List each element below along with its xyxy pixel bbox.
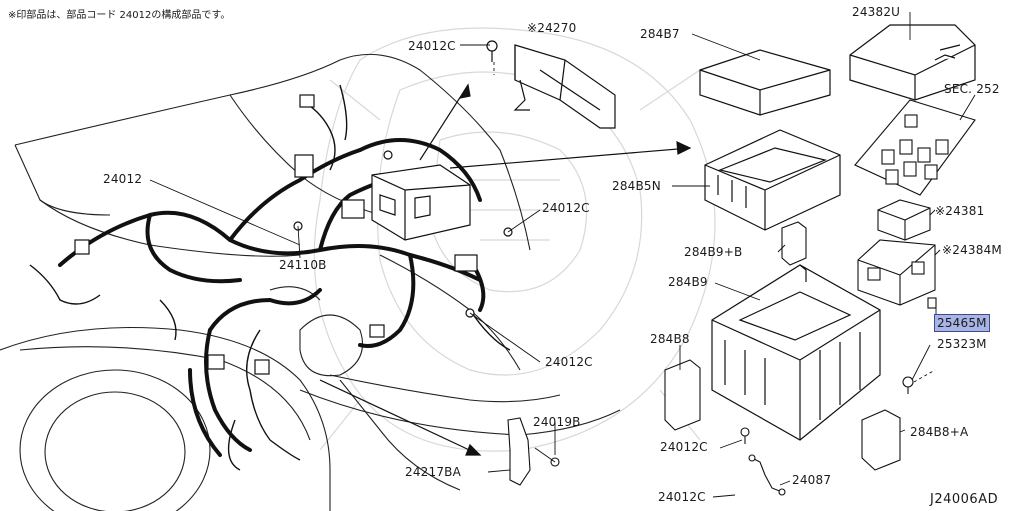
label-24384m[interactable]: ※24384M bbox=[942, 243, 1002, 257]
label-24382u[interactable]: 24382U bbox=[852, 5, 901, 19]
relay-bracket-24384m bbox=[857, 239, 936, 306]
label-24012c-top[interactable]: 24012C bbox=[408, 39, 456, 53]
label-24217ba[interactable]: 24217BA bbox=[405, 465, 462, 479]
fuse-box-body-284b5n bbox=[704, 129, 841, 231]
label-284b9b[interactable]: 284B9+B bbox=[684, 245, 743, 259]
label-24012c-low[interactable]: 24012C bbox=[545, 355, 593, 369]
label-24012c-mid[interactable]: 24012C bbox=[542, 201, 590, 215]
parts-note: ※印部品は、部品コード 24012の構成部品です。 bbox=[8, 10, 231, 21]
label-25465m-highlighted[interactable]: 25465M bbox=[934, 314, 990, 332]
cover-284b8a bbox=[861, 409, 901, 471]
label-25323m[interactable]: 25323M bbox=[937, 337, 987, 351]
label-284b7[interactable]: 284B7 bbox=[640, 27, 680, 41]
watermark-logo bbox=[313, 27, 716, 452]
label-284b9[interactable]: 284B9 bbox=[668, 275, 708, 289]
label-24381[interactable]: ※24381 bbox=[935, 204, 985, 218]
cover-284b8 bbox=[664, 359, 701, 431]
wire-harness bbox=[58, 138, 486, 457]
bracket-24270 bbox=[486, 40, 616, 129]
label-sec252[interactable]: SEC. 252 bbox=[944, 82, 1000, 96]
label-24270[interactable]: ※24270 bbox=[527, 21, 577, 35]
label-24087[interactable]: 24087 bbox=[792, 473, 832, 487]
bracket-24217ba bbox=[507, 417, 560, 486]
label-284b8a[interactable]: 284B8+A bbox=[910, 425, 969, 439]
label-284b8[interactable]: 284B8 bbox=[650, 332, 690, 346]
wire-harness-thin bbox=[29, 84, 511, 471]
connector-284b9b bbox=[781, 221, 807, 266]
fuse-box-cover-284b7 bbox=[699, 49, 831, 116]
dashed-guides bbox=[493, 62, 936, 383]
engine-bay-components bbox=[74, 94, 513, 375]
relay-box-24382u bbox=[849, 24, 976, 101]
pointer-arrows bbox=[319, 83, 692, 456]
label-24012c-box2[interactable]: 24012C bbox=[658, 490, 706, 504]
label-24019b[interactable]: 24019B bbox=[533, 415, 581, 429]
lower-case-284b9 bbox=[711, 264, 881, 441]
label-284b5n[interactable]: 284B5N bbox=[612, 179, 661, 193]
diagram-code: J24006AD bbox=[930, 492, 999, 507]
relay-25465m bbox=[927, 297, 937, 309]
relay-set-sec252 bbox=[854, 99, 976, 196]
label-24012c-box1[interactable]: 24012C bbox=[660, 440, 708, 454]
bolt-25323m bbox=[902, 376, 914, 394]
label-24012[interactable]: 24012 bbox=[103, 172, 143, 186]
leader-lines bbox=[149, 12, 976, 498]
label-24110b[interactable]: 24110B bbox=[279, 258, 327, 272]
ground-strap-24087 bbox=[740, 427, 786, 496]
relay-24381 bbox=[877, 199, 931, 241]
